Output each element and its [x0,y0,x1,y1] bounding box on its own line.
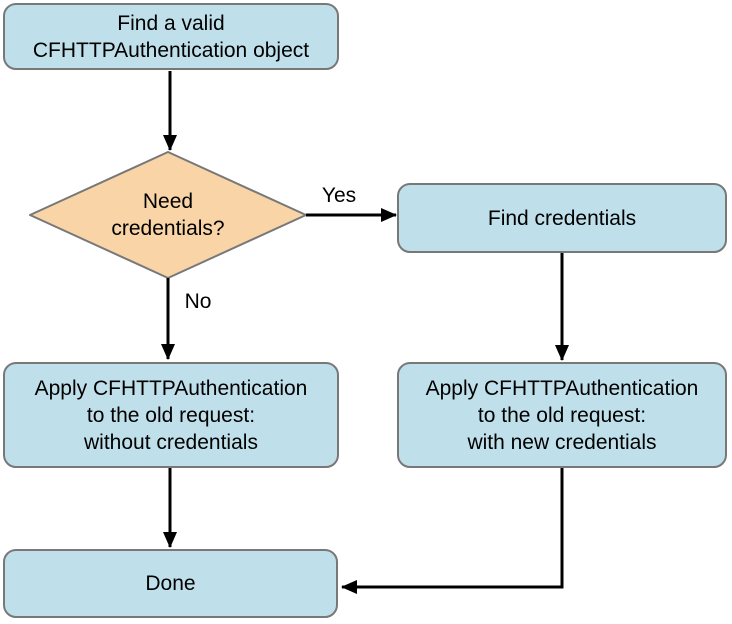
node-apply-without-credentials-label: Apply CFHTTPAuthentication to the old re… [34,376,308,454]
node-apply-with-new-credentials-label: Apply CFHTTPAuthentication to the old re… [425,376,699,454]
node-apply-with-new-credentials: Apply CFHTTPAuthentication to the old re… [397,362,727,468]
node-start-label: Find a valid CFHTTPAuthentication object [32,11,310,62]
edge-label-yes: Yes [321,184,357,207]
arrow-apply-with-to-done [341,468,564,594]
node-find-credentials-label: Find credentials [487,206,637,230]
node-done: Done [3,549,338,618]
node-decision: Need credentials? [68,180,268,250]
node-find-credentials: Find credentials [397,183,727,253]
node-done-label: Done [145,572,196,595]
node-start: Find a valid CFHTTPAuthentication object [3,3,339,70]
node-decision-label: Need credentials? [111,190,225,240]
edge-label-no: No [184,290,212,313]
node-apply-without-credentials: Apply CFHTTPAuthentication to the old re… [3,362,339,468]
